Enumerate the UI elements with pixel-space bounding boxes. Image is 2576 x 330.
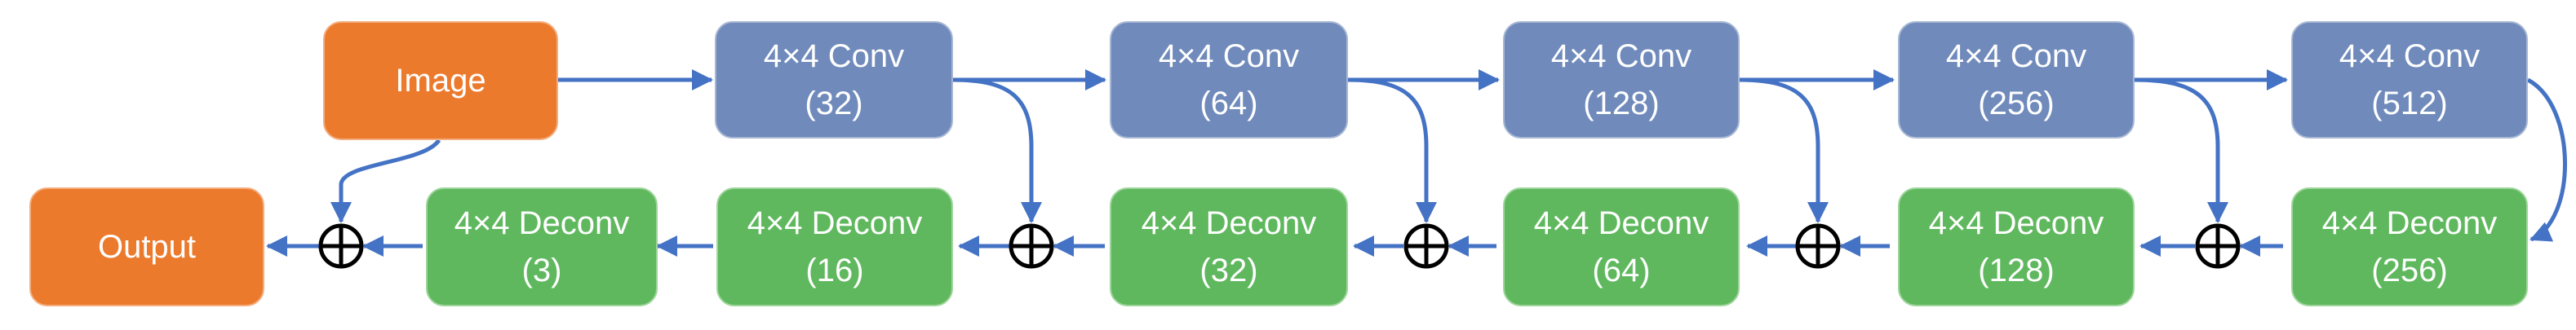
conv-op-label: 4×4 Conv	[763, 38, 905, 74]
deconv-block-1: 4×4 Deconv (3)	[426, 187, 658, 306]
deconv-block-3: 4×4 Deconv (32)	[1110, 187, 1348, 306]
skip-conv2-to-sum2	[1347, 77, 1437, 223]
conv-channels-label: (32)	[805, 86, 863, 121]
conv-block-1: 4×4 Conv (32)	[715, 21, 953, 139]
sum-node-0	[318, 223, 364, 269]
conv-channels-label: (128)	[1583, 86, 1660, 121]
deconv-channels-label: (32)	[1199, 253, 1258, 288]
arrow-conv5-to-deconv6	[2526, 77, 2567, 242]
deconv-block-2: 4×4 Deconv (16)	[716, 187, 953, 306]
deconv-channels-label: (16)	[805, 253, 864, 288]
conv-op-label: 4×4 Conv	[1158, 38, 1300, 74]
output-node: Output	[29, 187, 264, 306]
image-input-label: Image	[395, 63, 486, 99]
deconv-block-6: 4×4 Deconv (256)	[2291, 187, 2528, 306]
deconv-op-label: 4×4 Deconv	[1928, 205, 2104, 241]
conv-channels-label: (512)	[2371, 86, 2448, 121]
conv-channels-label: (64)	[1199, 86, 1258, 121]
deconv-op-label: 4×4 Deconv	[1141, 205, 1317, 241]
deconv-channels-label: (256)	[2371, 253, 2448, 288]
conv-block-5: 4×4 Conv (512)	[2291, 21, 2528, 139]
skip-conv1-to-sum1	[952, 77, 1042, 223]
deconv-channels-label: (64)	[1592, 253, 1651, 288]
conv-block-2: 4×4 Conv (64)	[1110, 21, 1348, 139]
conv-channels-label: (256)	[1978, 86, 2055, 121]
deconv-op-label: 4×4 Deconv	[1533, 205, 1709, 241]
conv-op-label: 4×4 Conv	[2339, 38, 2481, 74]
deconv-op-label: 4×4 Deconv	[2321, 205, 2498, 241]
skip-conv4-to-sum4	[2134, 77, 2228, 223]
deconv-block-4: 4×4 Deconv (64)	[1503, 187, 1740, 306]
skip-image-to-sum0	[330, 139, 441, 223]
conv-block-3: 4×4 Conv (128)	[1503, 21, 1740, 139]
sum-node-4	[2195, 223, 2241, 269]
deconv-block-5: 4×4 Deconv (128)	[1898, 187, 2135, 306]
deconv-channels-label: (3)	[521, 253, 562, 288]
sum-node-3	[1795, 223, 1841, 269]
image-input-node: Image	[323, 21, 558, 140]
deconv-op-label: 4×4 Deconv	[747, 205, 923, 241]
output-label: Output	[97, 229, 197, 265]
sum-node-1	[1009, 223, 1054, 269]
conv-op-label: 4×4 Conv	[1945, 38, 2087, 74]
deconv-op-label: 4×4 Deconv	[454, 205, 630, 241]
sum-node-2	[1403, 223, 1449, 269]
conv-op-label: 4×4 Conv	[1550, 38, 1692, 74]
conv-block-4: 4×4 Conv (256)	[1898, 21, 2135, 139]
skip-conv3-to-sum3	[1739, 77, 1829, 223]
deconv-channels-label: (128)	[1978, 253, 2055, 288]
